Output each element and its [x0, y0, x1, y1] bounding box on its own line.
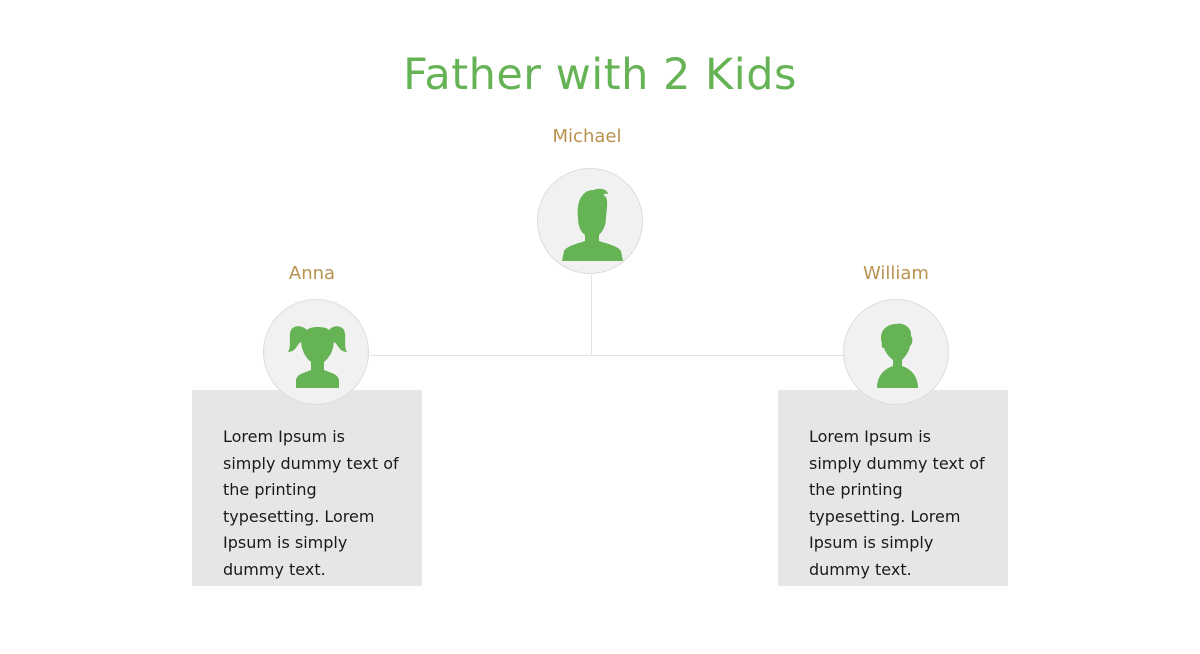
child-description-box-william: Lorem Ipsum is simply dummy text of the … — [778, 390, 1008, 586]
page-title: Father with 2 Kids — [403, 50, 797, 100]
connector-vertical — [591, 275, 592, 356]
child-avatar-anna — [263, 299, 369, 405]
father-avatar — [537, 168, 643, 274]
connector-horizontal — [370, 355, 845, 356]
child-name-anna: Anna — [288, 263, 336, 284]
father-name: Michael — [552, 126, 622, 147]
child-description-box-anna: Lorem Ipsum is simply dummy text of the … — [192, 390, 422, 586]
boy-avatar-icon — [877, 323, 918, 388]
child-name-william: William — [863, 263, 929, 284]
girl-avatar-icon — [288, 326, 347, 388]
man-avatar-icon — [562, 188, 623, 261]
child-description-william: Lorem Ipsum is simply dummy text of the … — [809, 427, 985, 579]
child-description-anna: Lorem Ipsum is simply dummy text of the … — [223, 427, 399, 579]
child-avatar-william — [843, 299, 949, 405]
